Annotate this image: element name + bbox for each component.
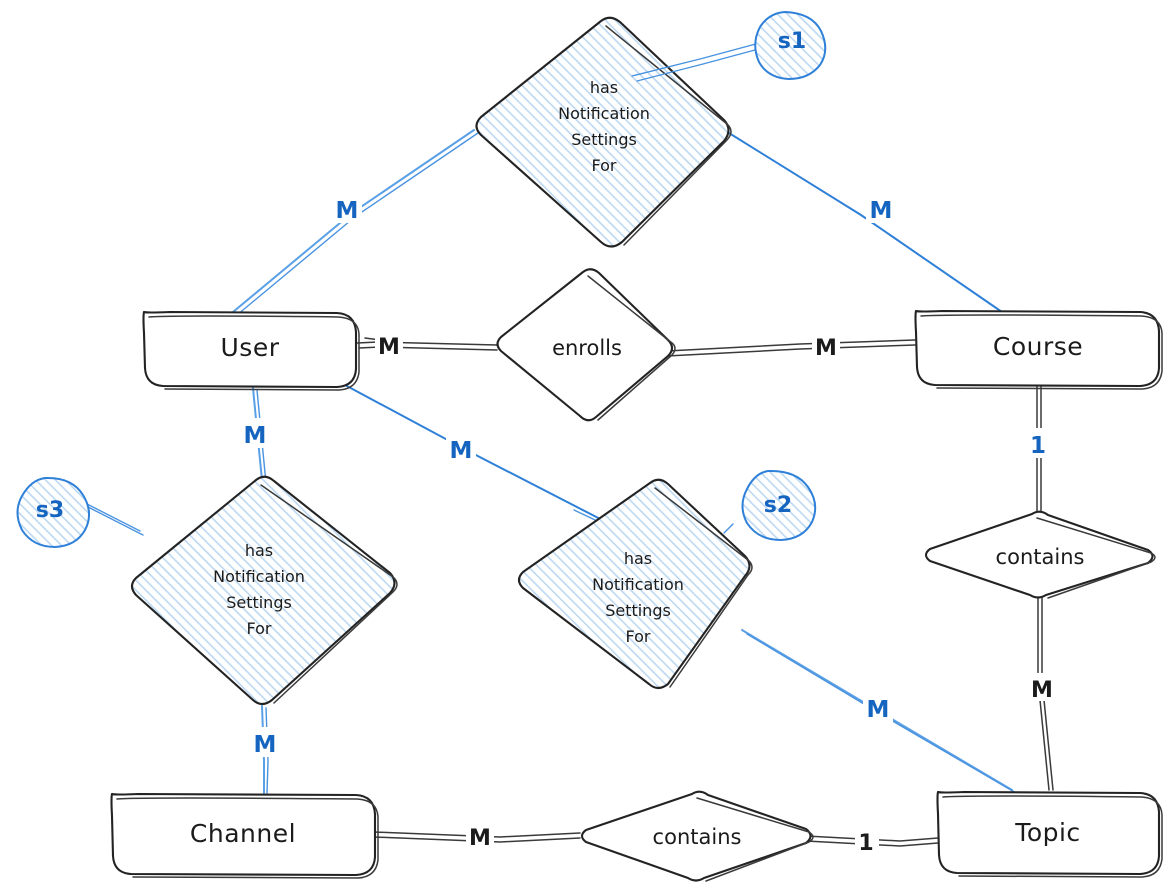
cardinality-course-contains-text: 1 <box>1030 433 1046 459</box>
note-s3[interactable]: s3 <box>16 476 144 548</box>
edge-hns3-channel <box>261 705 269 794</box>
cardinality-user-hns3-text: M <box>244 423 267 449</box>
entity-channel-label: Channel <box>190 819 296 848</box>
relationship-contains-course-topic-label: contains <box>996 545 1085 569</box>
relationship-hns2[interactable]: has Notification Settings For <box>517 478 753 690</box>
cardinality-channel-contains-text: M <box>469 826 491 851</box>
cardinality-channel-contains: M <box>466 821 494 851</box>
cardinality-hns3-channel: M <box>250 727 280 758</box>
entity-topic[interactable]: Topic <box>936 790 1163 878</box>
relationship-hns2-line-0: has <box>624 549 652 568</box>
relationship-hns3[interactable]: has Notification Settings For <box>130 475 398 706</box>
relationship-hns1-line-3: For <box>592 156 617 175</box>
cardinality-contains-topic-text: M <box>1031 678 1053 703</box>
cardinality-enrolls-course: M <box>812 331 840 361</box>
relationship-hns2-line-3: For <box>626 627 651 646</box>
cardinality-user-enrolls-text: M <box>378 335 400 360</box>
relationship-hns1[interactable]: has Notification Settings For <box>475 16 732 248</box>
entity-topic-label: Topic <box>1014 818 1080 847</box>
cardinality-user-hns3: M <box>240 418 270 449</box>
entity-course[interactable]: Course <box>914 309 1163 390</box>
entity-user-label: User <box>221 333 280 362</box>
cardinality-contains-topic: M <box>1028 673 1056 703</box>
relationship-contains-channel-topic[interactable]: contains <box>580 790 814 882</box>
relationship-hns3-line-0: has <box>245 541 273 560</box>
cardinality-user-hns1: M <box>332 193 362 224</box>
relationship-contains-course-topic[interactable]: contains <box>924 510 1156 599</box>
cardinality-contains2-topic-text: 1 <box>858 831 873 856</box>
edge-hns1-course <box>728 132 1003 313</box>
cardinality-contains2-topic: 1 <box>855 826 879 856</box>
relationship-enrolls[interactable]: enrolls <box>496 268 676 422</box>
cardinality-enrolls-course-text: M <box>815 336 837 361</box>
relationship-hns1-line-2: Settings <box>571 130 637 149</box>
relationship-hns2-line-2: Settings <box>605 601 671 620</box>
cardinality-course-contains: 1 <box>1026 428 1052 459</box>
cardinality-user-enrolls: M <box>375 330 403 360</box>
relationship-hns2-line-1: Notification <box>592 575 684 594</box>
relationship-enrolls-label: enrolls <box>552 336 622 360</box>
cardinality-hns2-topic: M <box>863 692 893 723</box>
relationship-hns3-line-1: Notification <box>213 567 305 586</box>
cardinality-user-hns2-text: M <box>450 438 473 464</box>
edge-channel-contains2 <box>373 831 581 843</box>
relationship-hns3-line-2: Settings <box>226 593 292 612</box>
cardinality-hns1-course-text: M <box>870 198 893 224</box>
note-s2-label: s2 <box>764 493 792 518</box>
cardinality-user-hns2: M <box>446 433 476 464</box>
entity-channel[interactable]: Channel <box>110 792 379 879</box>
note-s2[interactable]: s2 <box>723 469 817 541</box>
entity-course-label: Course <box>993 332 1083 361</box>
note-s1-label: s1 <box>778 29 806 54</box>
note-s3-label: s3 <box>36 498 64 523</box>
relationship-hns1-line-0: has <box>590 78 618 97</box>
edge-enrolls-course <box>666 339 916 357</box>
cardinality-hns1-course: M <box>866 193 896 224</box>
relationship-contains-channel-topic-label: contains <box>653 825 742 849</box>
cardinality-hns3-channel-text: M <box>254 732 277 758</box>
entity-user[interactable]: User <box>142 310 360 391</box>
edge-contains2-topic <box>805 835 939 847</box>
relationship-hns1-line-1: Notification <box>558 104 650 123</box>
note-s1[interactable]: s1 <box>631 11 827 82</box>
cardinality-user-hns1-text: M <box>336 198 359 224</box>
relationship-hns3-line-3: For <box>247 619 272 638</box>
cardinality-hns2-topic-text: M <box>867 697 890 723</box>
